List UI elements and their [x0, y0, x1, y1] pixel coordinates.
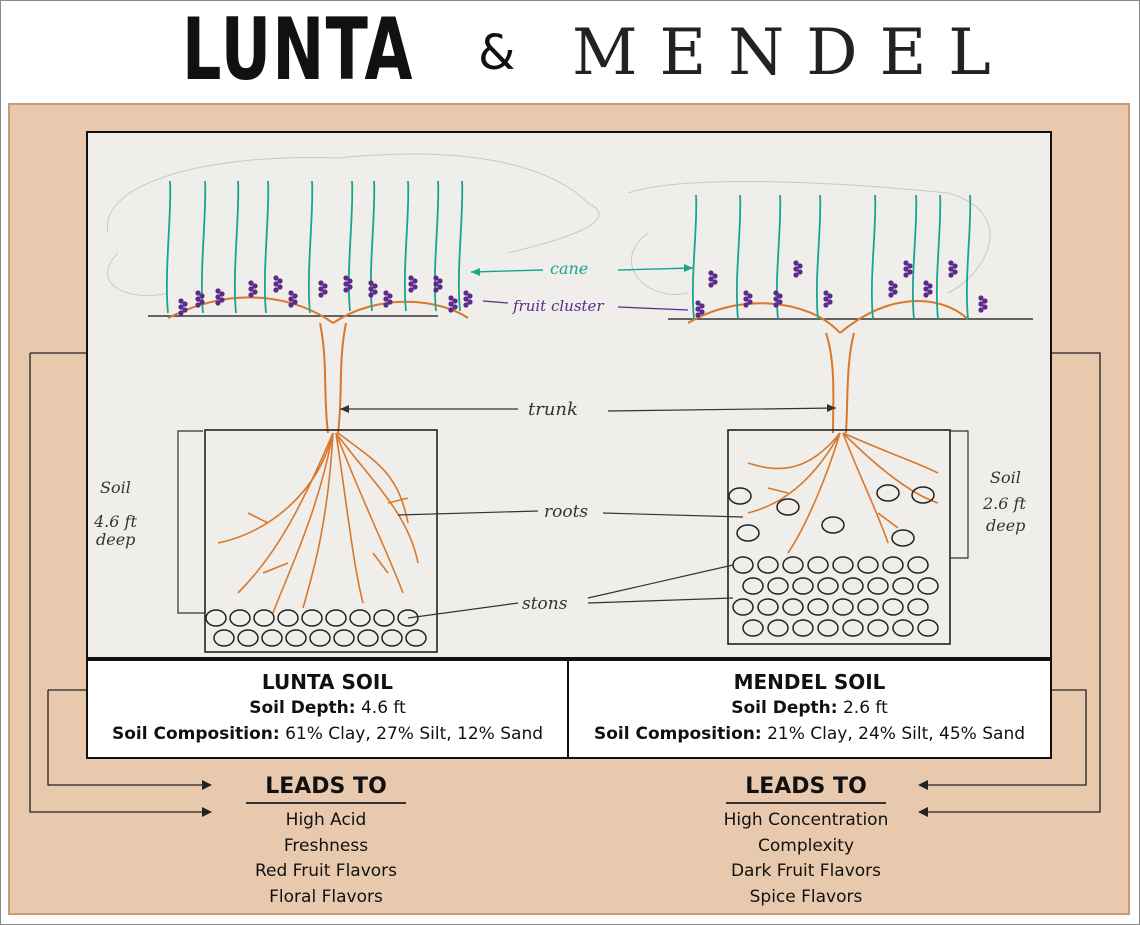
lunta-depth-label: Soil Depth:	[249, 698, 356, 718]
mendel-leads-title: LEADS TO	[726, 772, 886, 804]
vine-sketch: cane fruit cluster trunk roots stons Soi…	[86, 131, 1052, 659]
mendel-comp-value: 21% Clay, 24% Silt, 45% Sand	[767, 724, 1026, 744]
lunta-soil-title: LUNTA SOIL	[261, 670, 394, 694]
list-item: Complexity	[757, 835, 854, 856]
label-left-soil-2: 4.6 ft	[93, 512, 137, 531]
mendel-depth-value: 2.6 ft	[842, 698, 888, 718]
label-roots: roots	[544, 502, 588, 522]
lunta-leads-to: LEADS TO High Acid Freshness Red Fruit F…	[246, 772, 406, 910]
label-fruit-cluster: fruit cluster	[512, 297, 604, 315]
list-item: Dark Fruit Flavors	[730, 861, 882, 881]
mendel-soil-title: MENDEL SOIL	[733, 670, 886, 694]
lunta-comp-label: Soil Composition:	[111, 724, 280, 744]
lunta-soil-depth: Soil Depth: 4.6 ft	[88, 695, 567, 721]
label-stones: stons	[522, 594, 568, 614]
mendel-depth-label: Soil Depth:	[731, 698, 838, 718]
header: LUNTA & MENDEL	[0, 0, 1140, 102]
brand-mendel: MENDEL	[572, 16, 1013, 90]
lunta-soil-box: LUNTA SOIL Soil Depth: 4.6 ft Soil Compo…	[86, 659, 569, 759]
brand-lunta: LUNTA	[182, 0, 414, 100]
ampersand: &	[478, 25, 516, 81]
list-item: High Concentration	[723, 810, 889, 830]
label-cane: cane	[550, 259, 588, 278]
mendel-soil-composition: Soil Composition: 21% Clay, 24% Silt, 45…	[569, 721, 1050, 747]
list-item: Freshness	[283, 835, 369, 856]
label-left-soil-1: Soil	[100, 478, 131, 497]
lunta-leads-title: LEADS TO	[246, 772, 406, 804]
lunta-depth-value: 4.6 ft	[360, 698, 406, 718]
lunta-comp-value: 61% Clay, 27% Silt, 12% Sand	[285, 724, 544, 744]
list-item: Spice Flavors	[749, 886, 863, 907]
lunta-leads-list: High Acid Freshness Red Fruit Flavors Fl…	[206, 808, 446, 910]
mendel-soil-box: MENDEL SOIL Soil Depth: 2.6 ft Soil Comp…	[567, 659, 1052, 759]
mendel-leads-list: High Concentration Complexity Dark Fruit…	[686, 808, 926, 910]
mendel-soil-depth: Soil Depth: 2.6 ft	[569, 695, 1050, 721]
lunta-soil-composition: Soil Composition: 61% Clay, 27% Silt, 12…	[88, 721, 567, 747]
mendel-comp-label: Soil Composition:	[593, 724, 762, 744]
mendel-leads-to: LEADS TO High Concentration Complexity D…	[724, 772, 889, 910]
list-item: High Acid	[285, 810, 367, 830]
label-left-soil-3: deep	[96, 530, 135, 549]
label-trunk: trunk	[528, 399, 578, 420]
list-item: Floral Flavors	[269, 886, 383, 907]
list-item: Red Fruit Flavors	[254, 861, 398, 881]
label-right-soil-1: Soil	[990, 468, 1021, 487]
label-right-soil-3: deep	[986, 516, 1025, 535]
label-right-soil-2: 2.6 ft	[982, 494, 1026, 513]
